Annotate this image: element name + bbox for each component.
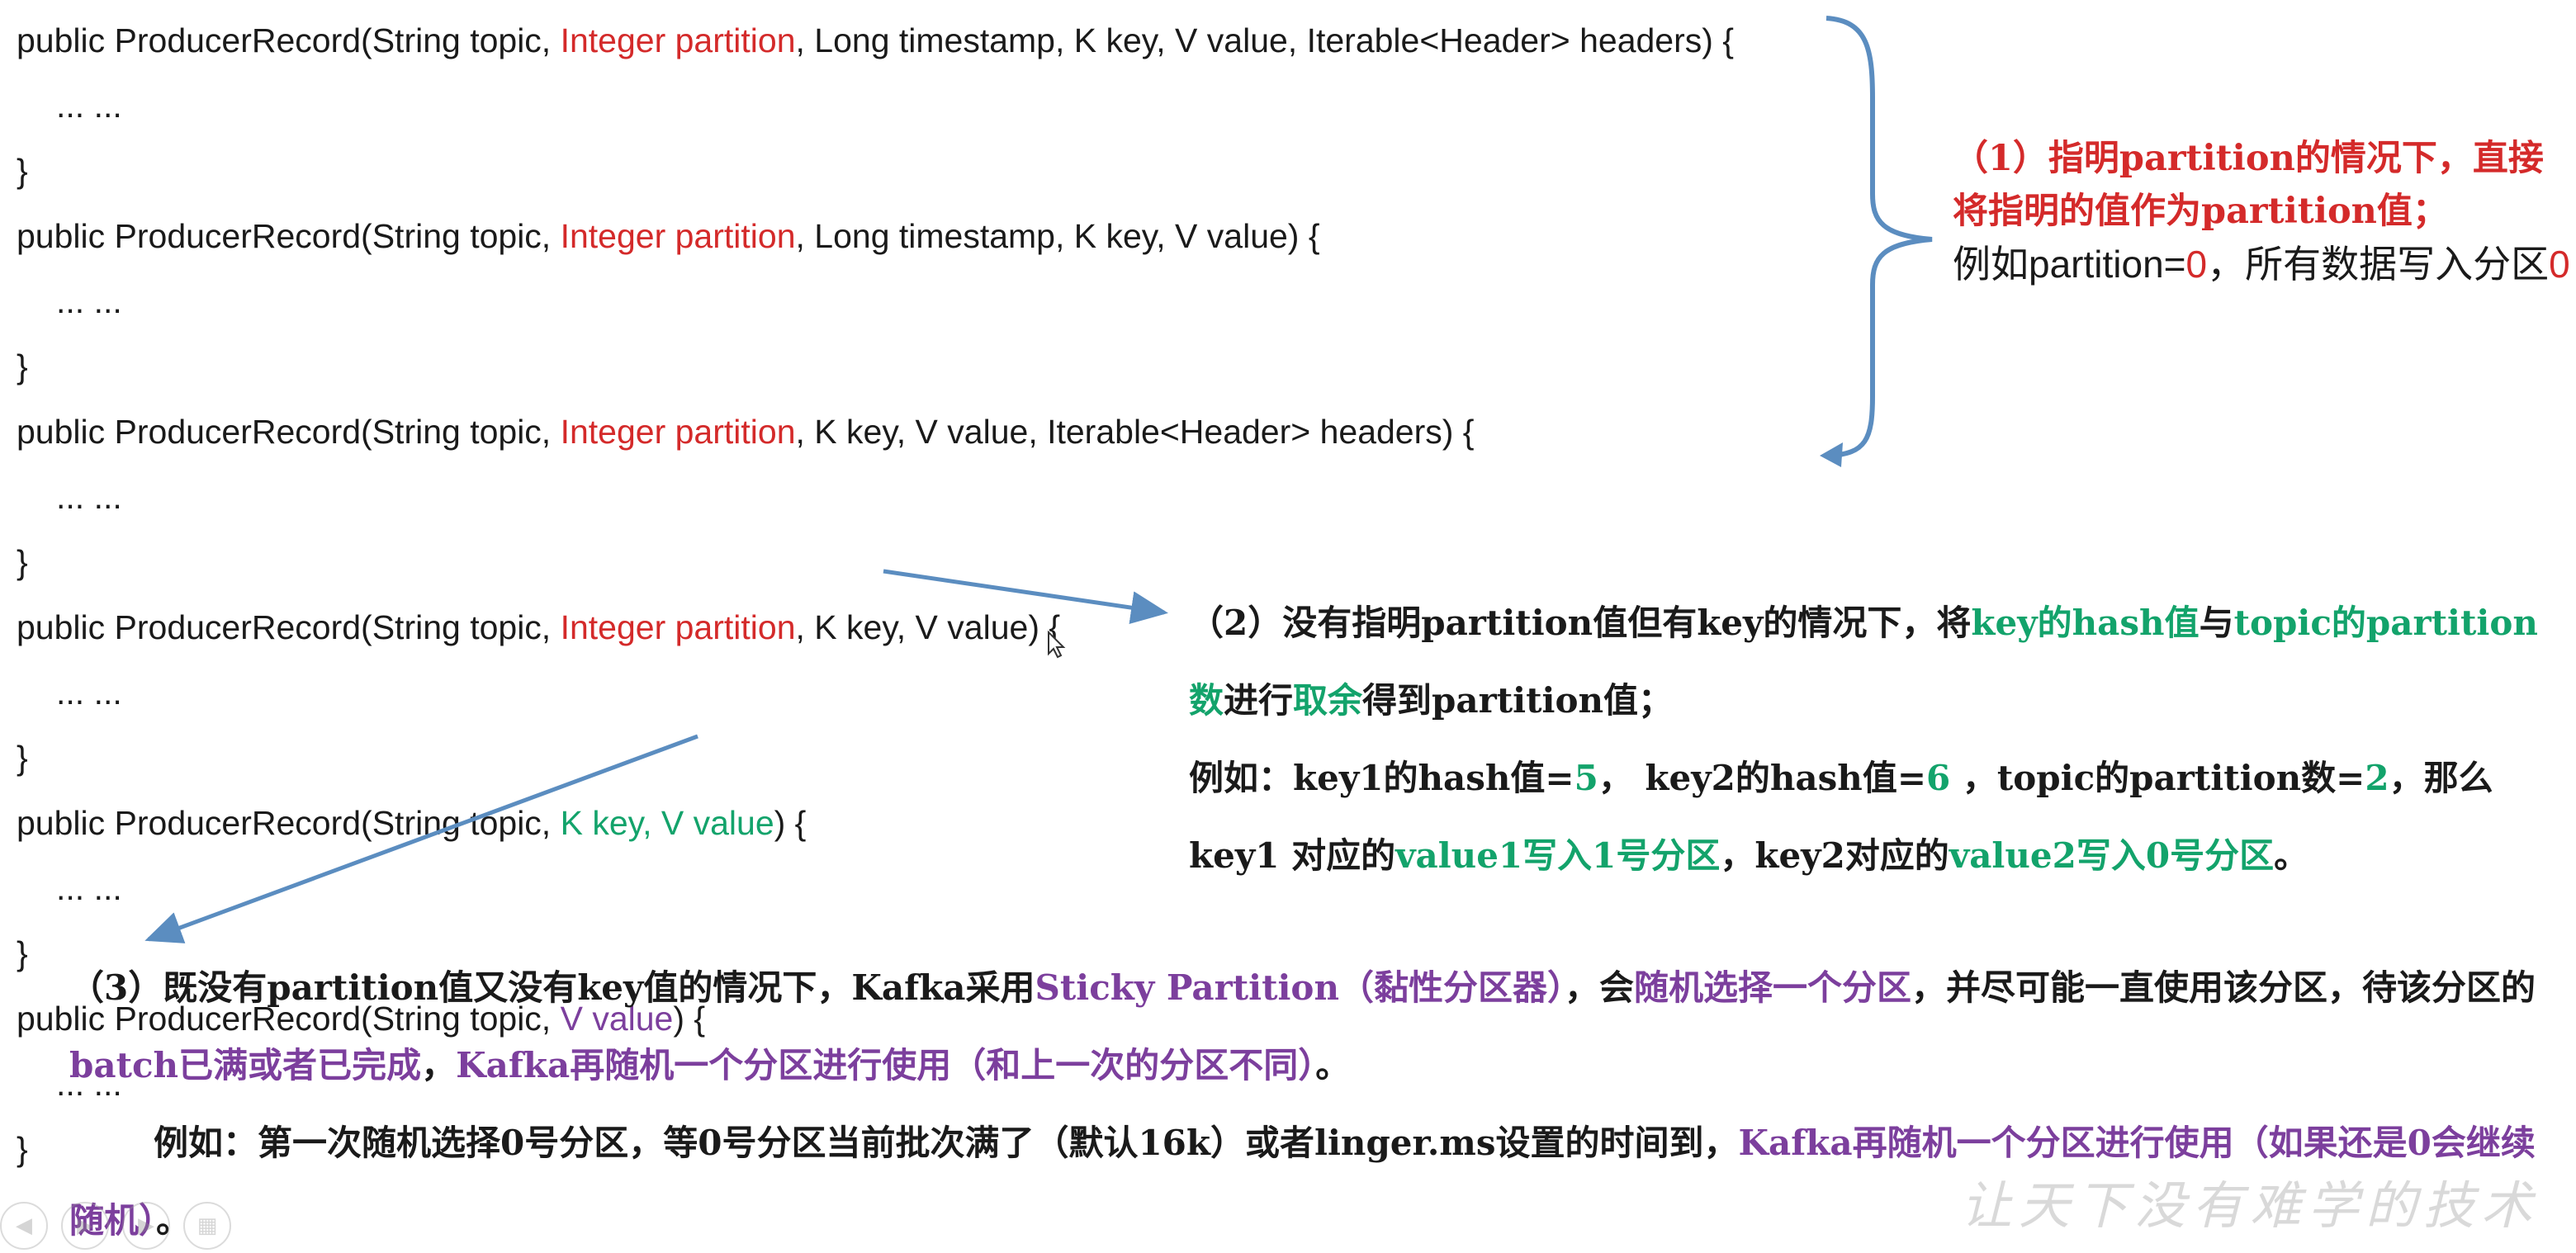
code-ellipsis: ... ... [56, 674, 122, 712]
code-ellipsis: ... ... [56, 869, 122, 907]
code-ellipsis: ... ... [56, 87, 122, 125]
code-close: } [17, 152, 28, 190]
next-icon[interactable]: ▶ [122, 1202, 170, 1250]
partition-param: Integer partition [560, 413, 796, 451]
partition-param: Integer partition [560, 608, 796, 646]
partition-param: Integer partition [560, 21, 796, 59]
player-controls: ◀ ▶ ▶ ▦ [0, 1201, 231, 1251]
code-close: } [17, 1130, 28, 1168]
note-key-hash-partition: （2）没有指明partition值但有key的情况下，将key的hash值与to… [1189, 603, 2538, 876]
code-ellipsis: ... ... [56, 282, 122, 320]
code-ellipsis: ... ... [56, 1065, 122, 1103]
code-close: } [17, 348, 28, 385]
code-line: public ProducerRecord(String topic, V va… [17, 1000, 706, 1038]
code-ellipsis: ... ... [56, 478, 122, 516]
code-close: } [17, 739, 28, 777]
code-line: public ProducerRecord(String topic, Inte… [17, 21, 1734, 59]
partition-param: Integer partition [560, 217, 796, 255]
code-close: } [17, 543, 28, 581]
grid-icon[interactable]: ▦ [183, 1202, 231, 1250]
play-icon[interactable]: ▶ [61, 1202, 109, 1250]
code-line: public ProducerRecord(String topic, Inte… [17, 217, 1320, 255]
note-specified-partition: （1）指明partition的情况下，直接将指明的值作为partition值； … [1953, 138, 2570, 286]
watermark: 让天下没有难学的技术 [1961, 1175, 2540, 1236]
note-sticky-partition: （3）既没有partition值又没有key值的情况下，Kafka采用Stick… [69, 967, 2536, 1241]
mouse-cursor-icon [1048, 631, 1066, 659]
key-value-param: K key, V value [560, 804, 774, 842]
code-line: public ProducerRecord(String topic, Inte… [17, 608, 1061, 646]
prev-icon[interactable]: ◀ [0, 1202, 48, 1250]
code-line: public ProducerRecord(String topic, Inte… [17, 413, 1475, 451]
code-close: } [17, 934, 28, 972]
note1-heading: （1）指明partition的情况下，直接将指明的值作为partition值； [1953, 138, 2544, 232]
value-param: V value [560, 1000, 674, 1038]
